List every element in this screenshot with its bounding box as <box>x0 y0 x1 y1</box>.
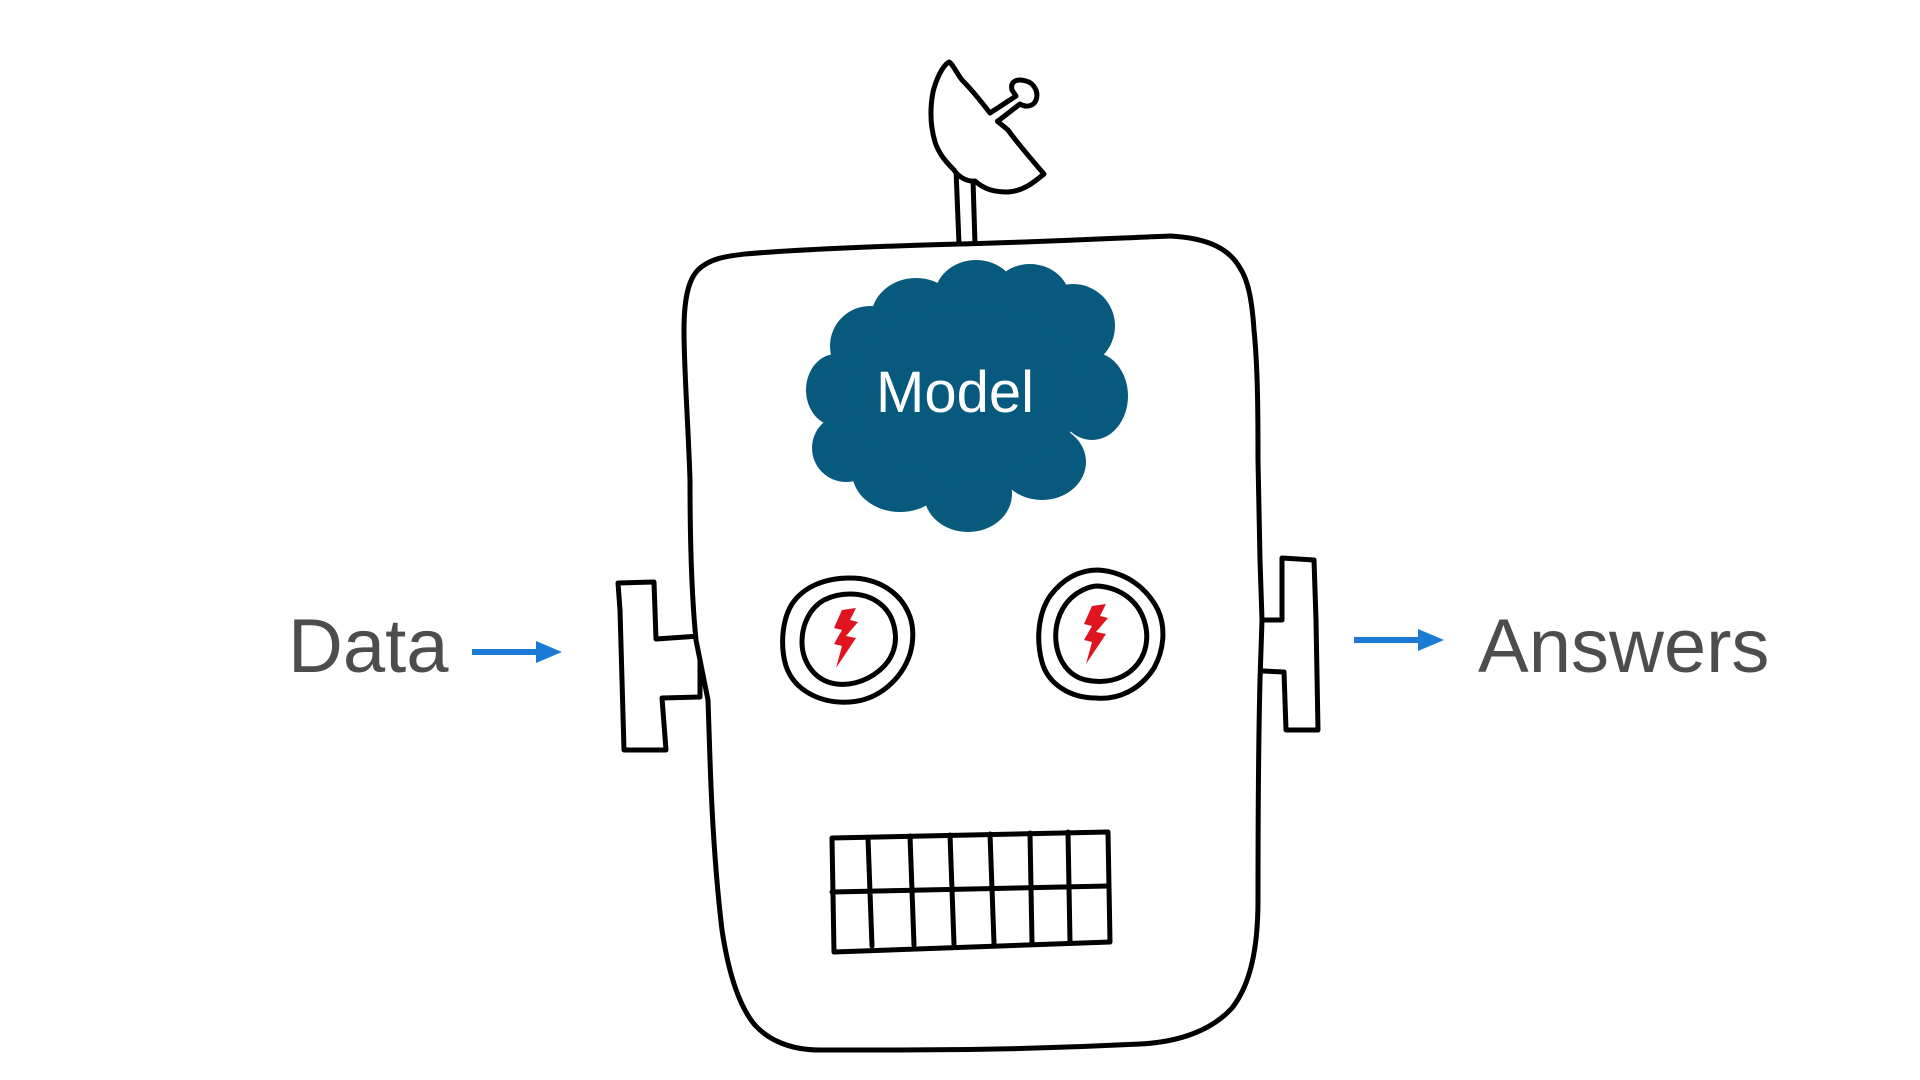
robot-head-icon: Model <box>615 59 1321 1053</box>
model-label: Model <box>876 360 1034 425</box>
antenna-stem <box>953 167 978 247</box>
input-label: Data <box>288 604 449 689</box>
right-eye <box>1036 567 1166 701</box>
mouth-grille <box>829 829 1113 955</box>
input-arrow <box>472 641 562 663</box>
satellite-dish-icon <box>928 59 1047 195</box>
output-label: Answers <box>1478 604 1769 689</box>
left-ear <box>615 579 703 753</box>
left-eye <box>780 575 916 705</box>
lightning-bolt-icon <box>1084 604 1108 664</box>
lightning-bolt-icon <box>834 608 858 668</box>
cloud-icon: Model <box>806 260 1128 532</box>
output-arrow <box>1354 629 1444 651</box>
